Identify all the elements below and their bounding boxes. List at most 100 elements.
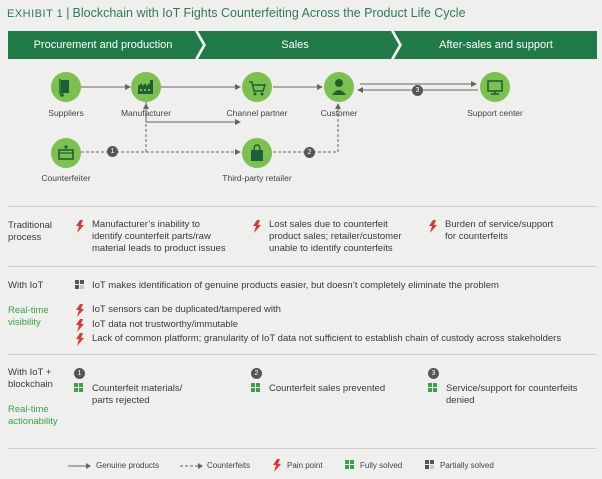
exhibit-title: EXHIBIT 1|Blockchain with IoT Fights Cou… <box>7 6 466 20</box>
traditional-heading-line2: process <box>8 232 42 243</box>
blockchain-step-2: 2 <box>251 368 262 379</box>
blockchain-subheading-line1: Real-time <box>8 404 49 415</box>
stage-sales-shape <box>198 31 400 59</box>
blockchain-step-1: 1 <box>74 368 85 379</box>
title-separator: | <box>66 6 70 20</box>
traditional-item-3-line2: for counterfeits <box>445 231 508 242</box>
stage-procurement-shape <box>8 31 204 59</box>
blockchain-item-3: Service/support for counterfeits denied <box>446 383 577 407</box>
blockchain-item-1: Counterfeit materials/ parts rejected <box>92 383 182 407</box>
traditional-item-1-line3: material leads to product issues <box>92 243 226 254</box>
blockchain-item-1-line1: Counterfeit materials/ <box>92 383 183 394</box>
step-marker-2: 2 <box>304 147 315 158</box>
counterfeiter-label: Counterfeiter <box>41 173 91 183</box>
legend-pain: Pain point <box>287 461 323 470</box>
stage-aftersales: After-sales and support <box>439 39 553 51</box>
traditional-heading-line1: Traditional <box>8 220 53 231</box>
legend-partially: Partially solved <box>440 461 494 470</box>
arrow-retailer-customer <box>273 103 341 153</box>
iot-subheading-line2: visibility <box>8 317 41 328</box>
traditional-item-1: Manufacturer’s inability to identify cou… <box>92 219 226 255</box>
iot-pain-3: Lack of common platform; granularity of … <box>92 333 562 344</box>
customer-node <box>324 72 354 102</box>
traditional-item-1-line1: Manufacturer’s inability to <box>92 219 200 230</box>
title-text: Blockchain with IoT Fights Counterfeitin… <box>72 6 466 20</box>
blockchain-item-3-line2: denied <box>446 395 475 406</box>
counterfeit-box-icon <box>58 145 74 160</box>
iot-subheading: Real-time visibility <box>8 305 49 329</box>
blockchain-subheading: Real-time actionability <box>8 404 58 428</box>
pain-point-icon <box>429 220 437 233</box>
divider-1 <box>8 206 597 207</box>
hand-truck-icon <box>59 79 69 97</box>
stage-band <box>8 31 597 59</box>
pain-point-icon <box>76 333 84 346</box>
blockchain-item-3-line1: Service/support for counterfeits <box>446 383 578 394</box>
traditional-item-3: Burden of service/support for counterfei… <box>445 219 553 243</box>
exhibit-number: EXHIBIT 1 <box>7 8 64 20</box>
support-center-label: Support center <box>467 108 523 118</box>
iot-partial-text: IoT makes identification of genuine prod… <box>92 280 499 291</box>
blockchain-heading-line1: With IoT + <box>8 367 52 378</box>
divider-4 <box>8 448 597 449</box>
pain-point-icon <box>253 220 261 233</box>
traditional-item-3-line1: Burden of service/support <box>445 219 554 230</box>
pain-point-icon <box>76 304 84 317</box>
channel-partner-node <box>242 72 272 102</box>
traditional-item-2-line3: unable to identify counterfeits <box>269 243 393 254</box>
iot-pain-1: IoT sensors can be duplicated/tampered w… <box>92 304 281 315</box>
blockchain-step-3: 3 <box>428 368 439 379</box>
pain-point-icon <box>76 319 84 332</box>
fully-solved-icon <box>428 383 437 392</box>
person-icon <box>332 79 346 95</box>
manufacturer-label: Manufacturer <box>120 108 172 118</box>
legend-partially-solved-icon <box>425 460 434 469</box>
blockchain-item-2-line1: Counterfeit sales prevented <box>269 383 386 394</box>
partially-solved-icon <box>75 280 84 289</box>
legend-pain-icon <box>273 459 281 472</box>
stage-sales: Sales <box>281 39 309 51</box>
stage-aftersales-shape <box>394 31 597 59</box>
fully-solved-icon <box>74 383 83 392</box>
legend-fully-solved-icon <box>345 460 354 469</box>
monitor-icon <box>487 80 503 95</box>
cart-icon <box>249 81 267 96</box>
iot-subheading-line1: Real-time <box>8 305 49 316</box>
traditional-item-1-line2: identify counterfeit parts/raw <box>92 231 211 242</box>
iot-pain-2: IoT data not trustworthy/immutable <box>92 319 239 330</box>
legend-counterfeits: Counterfeits <box>207 461 251 470</box>
pain-point-icon <box>76 220 84 233</box>
factory-icon <box>138 80 153 94</box>
third-party-retailer-node <box>242 138 272 168</box>
iot-heading: With IoT <box>8 280 44 291</box>
step-marker-1: 1 <box>107 146 118 157</box>
suppliers-label: Suppliers <box>48 108 84 118</box>
legend-counterfeit-line <box>180 463 203 469</box>
counterfeiter-node <box>51 138 81 168</box>
traditional-item-2-line1: Lost sales due to counterfeit <box>269 219 388 230</box>
divider-3 <box>8 354 597 355</box>
blockchain-item-2: Counterfeit sales prevented <box>269 383 385 395</box>
fully-solved-icon <box>251 383 260 392</box>
third-party-retailer-label: Third-party retailer <box>222 173 292 183</box>
legend-genuine: Genuine products <box>96 461 160 470</box>
legend-genuine-line <box>68 463 91 469</box>
blockchain-heading: With IoT + blockchain <box>8 367 53 391</box>
traditional-item-2-line2: product sales; retailer/customer <box>269 231 402 242</box>
traditional-heading: Traditional process <box>8 220 52 244</box>
channel-partner-label: Channel partner <box>226 108 288 118</box>
customer-label: Customer <box>320 108 358 118</box>
blockchain-subheading-line2: actionability <box>8 416 58 427</box>
manufacturer-node <box>131 72 161 102</box>
flow-arrows <box>81 81 478 155</box>
shopping-bag-icon <box>251 144 263 161</box>
traditional-item-2: Lost sales due to counterfeit product sa… <box>269 219 402 255</box>
divider-2 <box>8 266 597 267</box>
stage-procurement: Procurement and production <box>33 39 173 51</box>
blockchain-item-1-line2: parts rejected <box>92 395 150 406</box>
legend-fully: Fully solved <box>360 461 403 470</box>
support-center-node <box>480 72 510 102</box>
suppliers-node <box>51 72 81 102</box>
step-marker-3: 3 <box>412 85 423 96</box>
blockchain-heading-line2: blockchain <box>8 379 53 390</box>
